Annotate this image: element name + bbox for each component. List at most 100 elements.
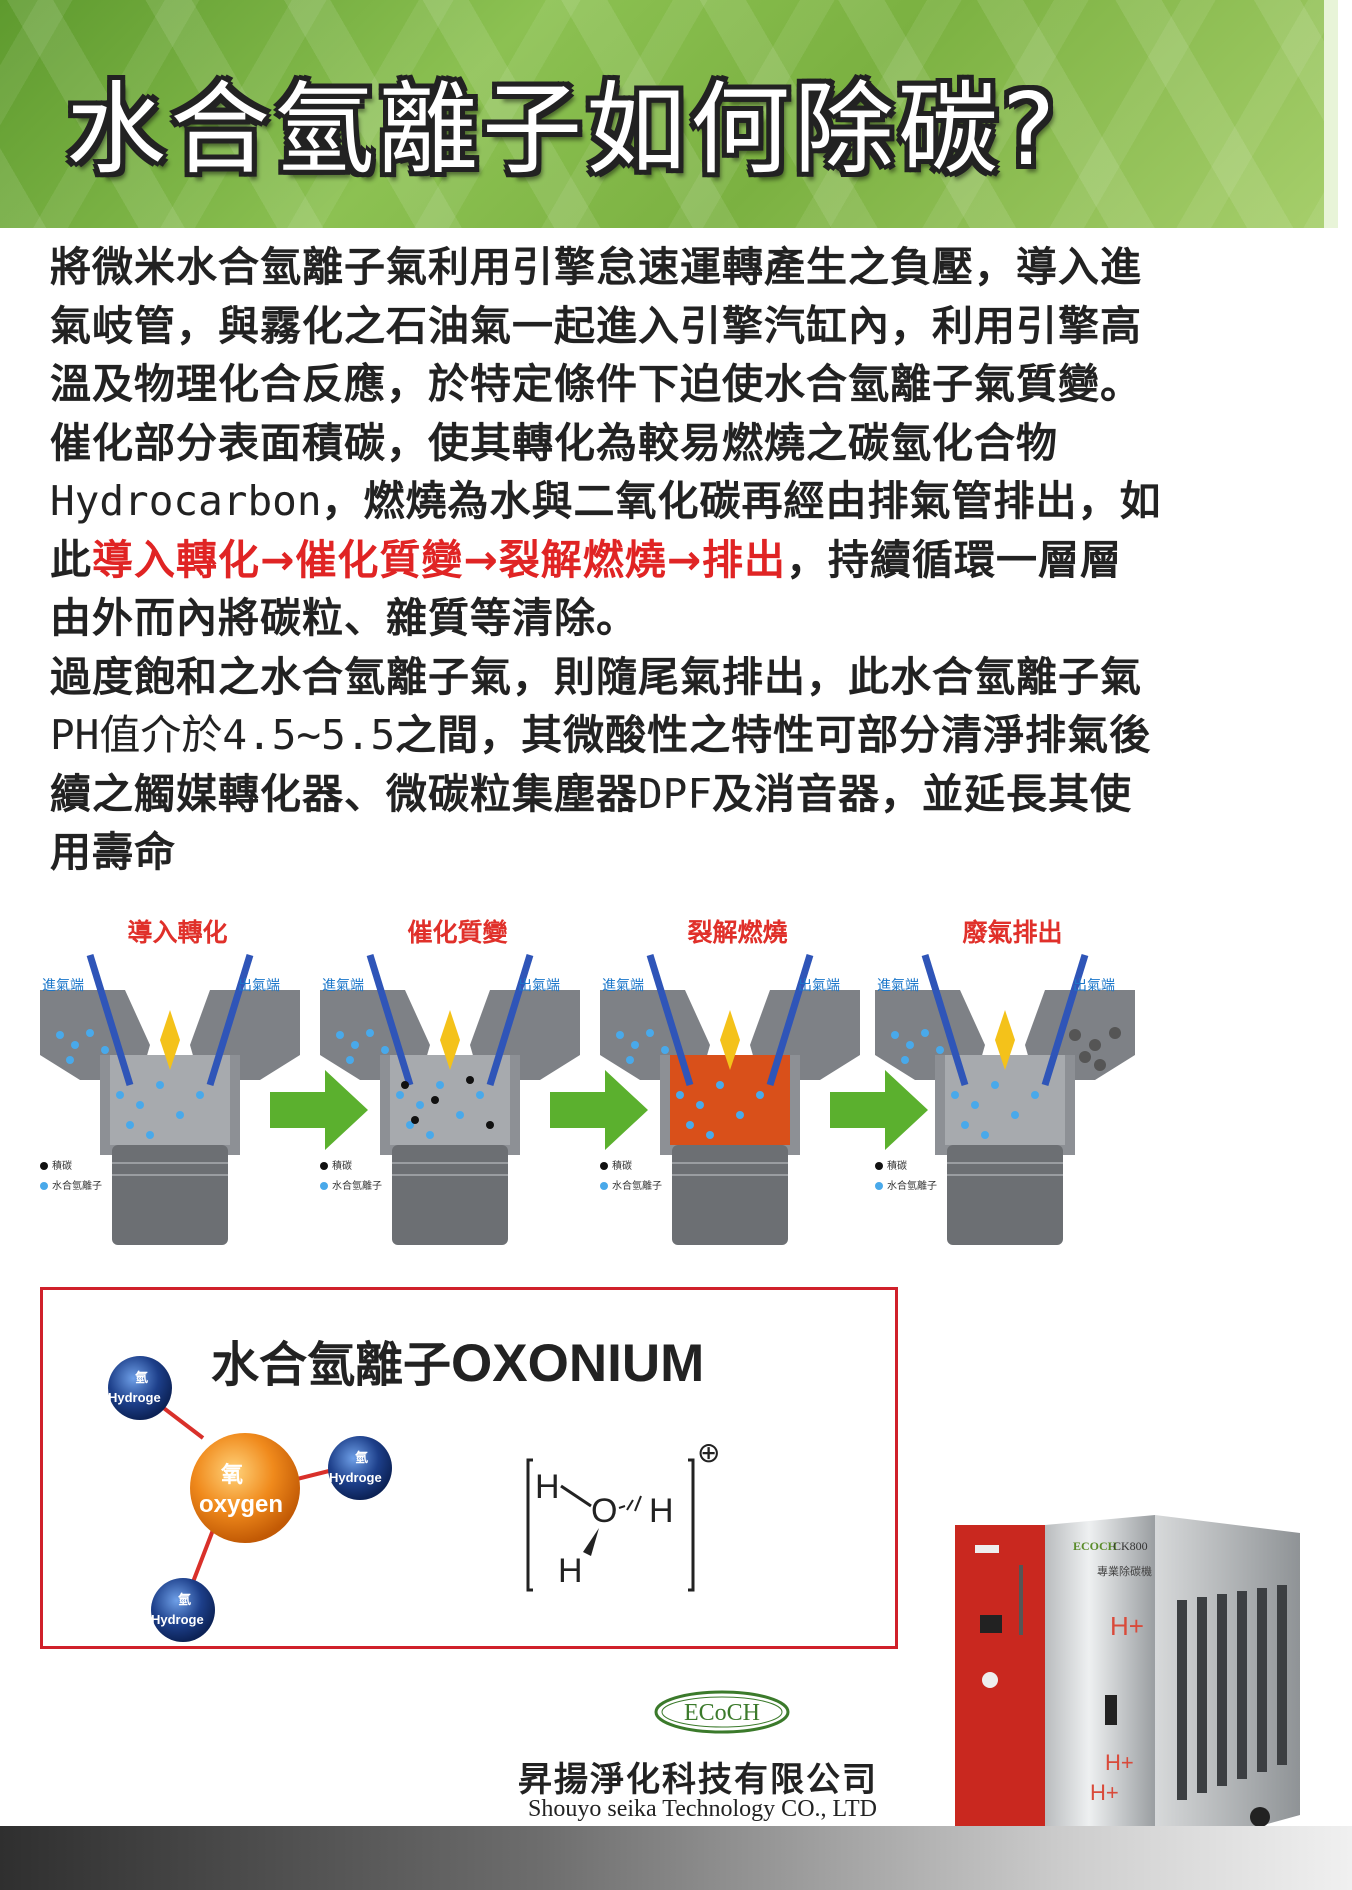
ion-dot — [971, 1101, 979, 1109]
ion-dot — [736, 1111, 744, 1119]
stage-legend: 積碳水合氫離子 — [875, 1157, 937, 1197]
piston — [392, 1145, 508, 1245]
engine-cylinder-illustration — [875, 953, 1135, 1245]
machine-red-panel — [955, 1525, 1045, 1845]
legend-carbon-text: 積碳 — [887, 1161, 907, 1172]
machine-display — [980, 1615, 1002, 1633]
hydrocarbon-term: Hydrocarbon — [50, 477, 322, 525]
spark-plug-icon — [720, 1010, 740, 1070]
exhaust-particle — [1079, 1051, 1091, 1063]
ion-dot — [626, 1056, 634, 1064]
hash-1 — [618, 1505, 626, 1509]
exhaust-particle — [1094, 1059, 1106, 1071]
oxygen-label-zh: 氧 — [220, 1463, 243, 1488]
company-logo: ECoCH — [654, 1690, 790, 1734]
carbon-dot — [411, 1116, 419, 1124]
formula-h-left: H — [535, 1468, 560, 1506]
description-paragraph: 將微米水合氫離子氣利用引擎怠速運轉產生之負壓，導入進 氣岐管，與霧化之石油氣一起… — [50, 238, 1290, 882]
legend-ion: 水合氫離子 — [320, 1177, 382, 1197]
hydrogen-2-zh: 氫 — [355, 1450, 368, 1465]
ion-dot — [196, 1091, 204, 1099]
piston — [112, 1145, 228, 1245]
oxygen-label-en: oxygen — [199, 1491, 283, 1518]
intake-label: 進氣端 — [322, 978, 364, 994]
wedge-bond — [583, 1528, 599, 1556]
arrow-shape — [830, 1070, 928, 1150]
para-line-5-rest: ，燃燒為水與二氧化碳再經由排氣管排出，如 — [321, 477, 1162, 525]
ion-dot — [146, 1131, 154, 1139]
para-line-6: 此導入轉化→催化質變→裂解燃燒→排出，持續循環一層層 — [50, 531, 1290, 590]
hydrogen-3-en: Hydroge — [151, 1612, 204, 1627]
carbon-dot — [486, 1121, 494, 1129]
ion-dot — [436, 1081, 444, 1089]
ph-value: PH值介於4.5~5.5 — [50, 711, 396, 759]
ion-dot — [686, 1121, 694, 1129]
ion-dot — [981, 1131, 989, 1139]
ion-dot-icon — [320, 1182, 328, 1190]
exhaust-valve — [766, 953, 814, 1087]
next-step-arrow-icon — [550, 1070, 648, 1150]
machine-wheel-3 — [1250, 1807, 1270, 1827]
machine-h-plus-1: H+ — [1110, 1611, 1144, 1641]
ion-dot — [936, 1046, 944, 1054]
ion-dot — [86, 1029, 94, 1037]
process-stage-3: 裂解燃燒進氣端出氣端積碳水合氫離子 — [590, 895, 885, 1265]
para-line-10-rest: 及消音器，並延長其使 — [712, 769, 1133, 818]
legend-carbon: 積碳 — [875, 1157, 937, 1177]
stage-title: 廢氣排出 — [962, 918, 1063, 947]
ion-dot — [901, 1056, 909, 1064]
arrow-shape — [550, 1070, 648, 1150]
ion-dot — [961, 1121, 969, 1129]
spark-plug-icon — [160, 1010, 180, 1070]
ion-dot — [56, 1031, 64, 1039]
header-banner: 水合氫離子如何除碳? — [0, 0, 1338, 228]
piston — [947, 1145, 1063, 1245]
carbon-dot-icon — [600, 1162, 608, 1170]
para-line-5: Hydrocarbon，燃燒為水與二氧化碳再經由排氣管排出，如 — [50, 472, 1290, 531]
ion-dot — [126, 1121, 134, 1129]
carbon-dot-icon — [875, 1162, 883, 1170]
machine-vents — [1177, 1585, 1287, 1800]
ion-dot — [71, 1041, 79, 1049]
ion-dot — [1011, 1111, 1019, 1119]
dpf-term: DPF — [638, 769, 713, 818]
ion-dot — [416, 1101, 424, 1109]
ion-dot — [756, 1091, 764, 1099]
para-line-2: 氣岐管，與霧化之石油氣一起進入引擎汽缸內，利用引擎高 — [50, 301, 1142, 350]
ion-dot — [101, 1046, 109, 1054]
exhaust-label: 出氣端 — [238, 978, 280, 994]
legend-ion-text: 水合氫離子 — [612, 1181, 662, 1192]
formula-o: O — [591, 1492, 617, 1530]
hydrogen-2-en: Hydroge — [329, 1470, 382, 1485]
machine-label: 專業除碳機 — [1097, 1564, 1152, 1578]
ion-dot — [456, 1111, 464, 1119]
engine-cylinder-illustration — [40, 953, 300, 1245]
hydrogen-atom-3 — [151, 1578, 215, 1642]
stage-legend: 積碳水合氫離子 — [600, 1157, 662, 1197]
formula-h-right: H — [649, 1492, 674, 1530]
engine-cylinder-illustration — [320, 953, 580, 1245]
ion-dot — [426, 1131, 434, 1139]
ion-dot — [631, 1041, 639, 1049]
process-diagram: 導入轉化進氣端出氣端積碳水合氫離子催化質變進氣端出氣端積碳水合氫離子裂解燃燒進氣… — [30, 895, 1300, 1265]
intake-label: 進氣端 — [877, 978, 919, 994]
next-step-arrow-icon — [830, 1070, 928, 1150]
spark-plug-icon — [995, 1010, 1015, 1070]
ion-dot — [716, 1081, 724, 1089]
ion-dot — [616, 1031, 624, 1039]
legend-carbon-text: 積碳 — [332, 1161, 352, 1172]
para-line-3: 溫及物理化合反應，於特定條件下迫使水合氫離子氣質變。 — [50, 360, 1142, 408]
ion-dot — [176, 1111, 184, 1119]
legend-carbon: 積碳 — [320, 1157, 382, 1177]
charge-symbol: ⊕ — [697, 1436, 720, 1469]
para-line-6-start: 此 — [50, 535, 92, 584]
machine-h-plus-2: H+ — [1105, 1750, 1134, 1775]
exhaust-label: 出氣端 — [1073, 978, 1115, 994]
banner-pattern — [0, 0, 1338, 228]
stage-legend: 積碳水合氫離子 — [40, 1157, 102, 1197]
ion-dot — [1031, 1091, 1039, 1099]
legend-carbon: 積碳 — [40, 1157, 102, 1177]
hash-2 — [626, 1499, 634, 1511]
intake-valve — [86, 953, 134, 1087]
legend-ion: 水合氫離子 — [40, 1177, 102, 1197]
